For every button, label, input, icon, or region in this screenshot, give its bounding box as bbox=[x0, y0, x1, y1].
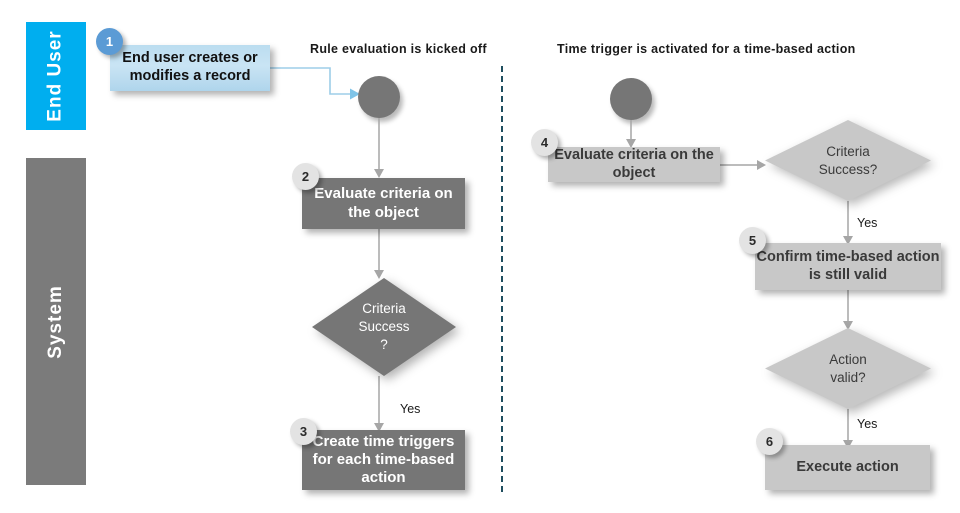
connector-start-to-step2 bbox=[372, 118, 388, 180]
connector-step2-to-criteria bbox=[372, 229, 388, 281]
section-title-left: Rule evaluation is kicked off bbox=[310, 42, 487, 56]
swimlane-end-user: End User bbox=[26, 22, 86, 130]
step-3-badge: 3 bbox=[290, 418, 317, 445]
swimlane-system-label: System bbox=[45, 284, 67, 359]
step-4-badge: 4 bbox=[531, 129, 558, 156]
edge-label-left-yes: Yes bbox=[400, 402, 421, 416]
edge-label-right-yes-1: Yes bbox=[857, 216, 878, 230]
connector-criteria-to-step3 bbox=[372, 376, 388, 434]
step-6-badge: 6 bbox=[756, 428, 783, 455]
connector-start-to-step4 bbox=[624, 120, 640, 150]
step-6-label: Execute action bbox=[796, 458, 899, 475]
decision-criteria-success-left[interactable]: Criteria Success ? bbox=[312, 278, 456, 376]
connector-criteria-to-step5 bbox=[841, 201, 857, 247]
step-2-badge: 2 bbox=[292, 163, 319, 190]
swimlane-system: System bbox=[26, 158, 86, 485]
step-4-box[interactable]: Evaluate criteria on the object bbox=[548, 147, 720, 182]
start-node-left bbox=[358, 76, 400, 118]
section-divider bbox=[501, 66, 503, 492]
start-node-right bbox=[610, 78, 652, 120]
step-3-box[interactable]: Create time triggers for each time-based… bbox=[302, 430, 465, 490]
step-6-box[interactable]: Execute action bbox=[765, 445, 930, 490]
step-2-box[interactable]: Evaluate criteria on the object bbox=[302, 178, 465, 229]
step-2-label: Evaluate criteria on the object bbox=[314, 185, 453, 221]
step-5-label: Confirm time-based action is still valid bbox=[756, 248, 940, 283]
step-3-label: Create time triggers for each time-based… bbox=[312, 432, 455, 487]
step-1-label: End user creates or modifies a record bbox=[122, 50, 258, 84]
connector-step4-to-criteria bbox=[720, 157, 770, 173]
step-1-box[interactable]: End user creates or modifies a record bbox=[110, 45, 270, 91]
edge-label-right-yes-2: Yes bbox=[857, 417, 878, 431]
step-5-box[interactable]: Confirm time-based action is still valid bbox=[755, 243, 941, 290]
step-4-label: Evaluate criteria on the object bbox=[554, 146, 714, 181]
decision-criteria-success-right[interactable]: Criteria Success? bbox=[765, 120, 931, 201]
swimlane-end-user-label: End User bbox=[45, 30, 67, 122]
decision-action-valid[interactable]: Action valid? bbox=[765, 328, 931, 409]
section-title-right: Time trigger is activated for a time-bas… bbox=[557, 42, 856, 56]
step-5-badge: 5 bbox=[739, 227, 766, 254]
connector-step5-to-action bbox=[841, 290, 857, 332]
connector-box1-to-start bbox=[268, 62, 368, 104]
step-1-badge: 1 bbox=[96, 28, 123, 55]
